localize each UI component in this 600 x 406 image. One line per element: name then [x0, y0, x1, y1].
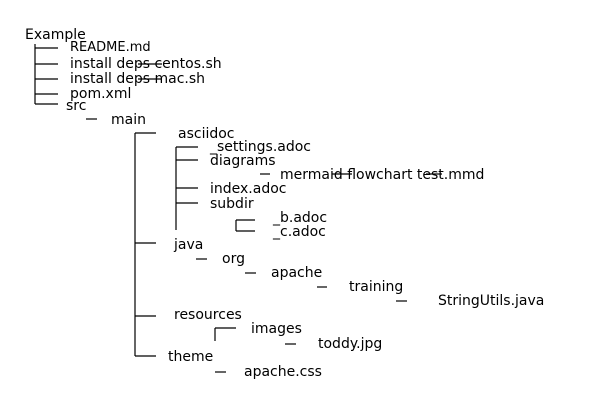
- folder-main: main: [111, 112, 146, 128]
- folder-org: org: [222, 251, 245, 267]
- file-toddy-jpg: toddy.jpg: [318, 336, 383, 352]
- file-stringutils-java: StringUtils.java: [438, 293, 545, 309]
- file-apache-css: apache.css: [244, 364, 322, 380]
- file-pom: pom.xml: [70, 86, 132, 102]
- folder-diagrams: diagrams: [210, 153, 276, 169]
- file-install-centos: install deps centos.sh: [70, 56, 222, 72]
- folder-training: training: [349, 279, 404, 295]
- file-mermaid-flowchart: mermaid flowchart test.mmd: [280, 167, 485, 183]
- folder-apache: apache: [271, 265, 323, 281]
- folder-src: src: [66, 98, 87, 114]
- folder-images: images: [251, 321, 302, 337]
- file-install-mac: install deps mac.sh: [70, 71, 206, 87]
- folder-java: java: [174, 237, 204, 253]
- folder-asciidoc: asciidoc: [178, 126, 235, 142]
- folder-subdir: subdir: [210, 196, 254, 212]
- file-index-adoc: index.adoc: [210, 181, 287, 197]
- folder-resources: resources: [174, 307, 242, 323]
- file-settings-adoc: _settings.adoc: [210, 139, 312, 155]
- file-c-adoc: _c.adoc: [273, 224, 326, 240]
- tree-root-example: Example: [25, 27, 86, 43]
- folder-theme: theme: [168, 349, 214, 365]
- file-readme: README.md: [70, 40, 151, 55]
- file-b-adoc: _b.adoc: [273, 210, 328, 226]
